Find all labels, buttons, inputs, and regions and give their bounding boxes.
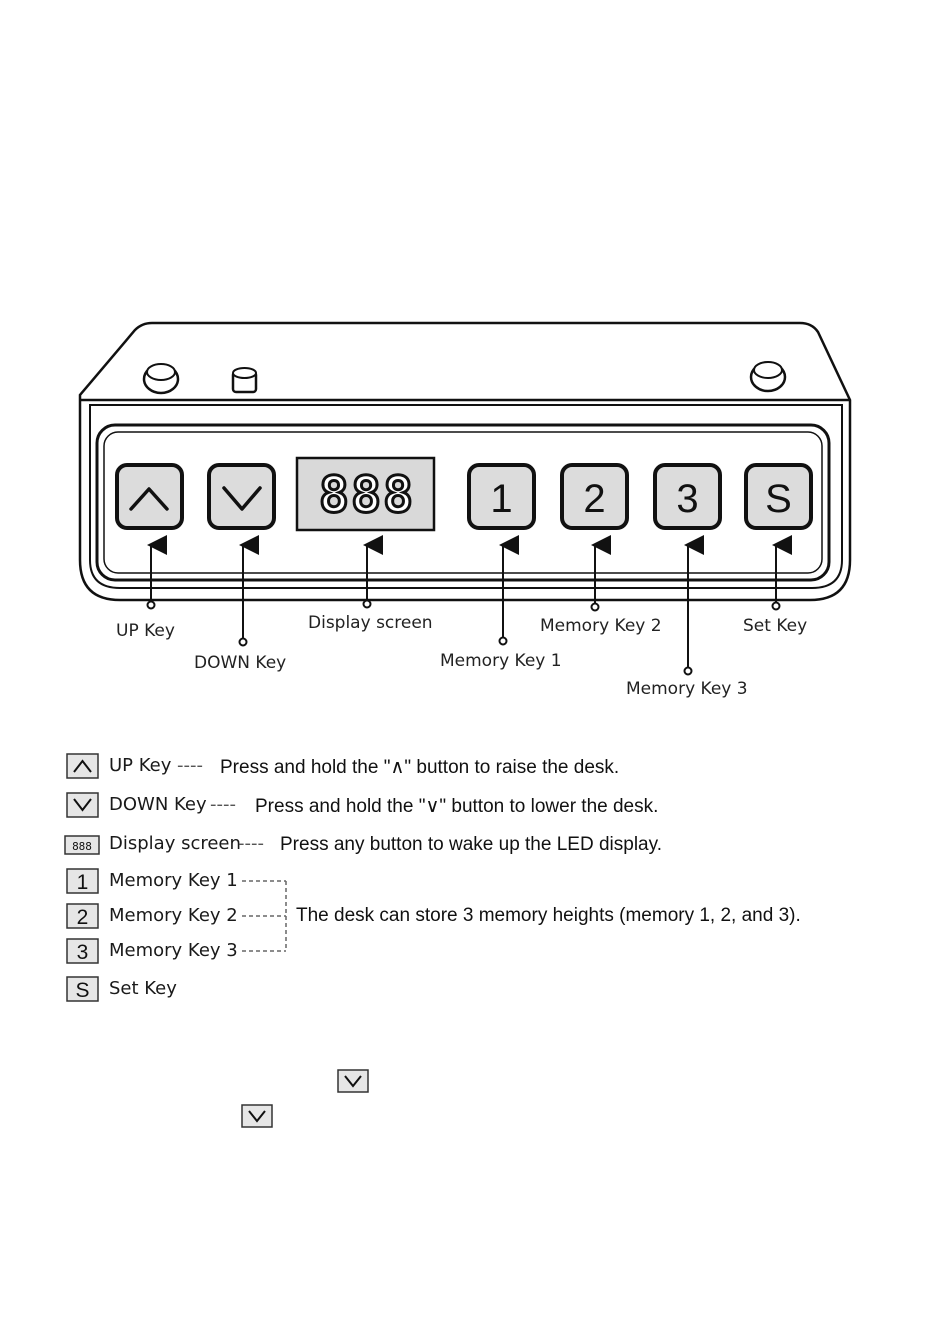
- legend-down-description: Press and hold the "∨" button to lower t…: [255, 796, 659, 817]
- memory-key-3-button[interactable]: 3: [653, 463, 722, 530]
- legend-display-label: Display screen: [109, 833, 241, 854]
- legend-mem2-icon: 2: [66, 903, 99, 929]
- legend-set-icon: S: [66, 976, 99, 1002]
- display-screen: 888: [295, 456, 436, 532]
- legend-mem1-icon: 1: [66, 868, 99, 894]
- up-button[interactable]: [115, 463, 184, 530]
- screw-icon: [231, 367, 258, 394]
- chevron-up-icon: [73, 759, 92, 773]
- down-button[interactable]: [207, 463, 276, 530]
- legend-up-icon: [66, 753, 99, 779]
- svg-text:888: 888: [72, 840, 92, 853]
- legend-set-label: Set Key: [109, 978, 177, 999]
- callout-down-key: DOWN Key: [194, 653, 286, 673]
- display-digits: 888: [319, 466, 415, 524]
- chevron-down-icon: [344, 1075, 362, 1088]
- chevron-up-icon: [129, 487, 169, 511]
- legend-up-leader: ----: [177, 755, 203, 776]
- legend-mem3-label: Memory Key 3: [109, 940, 238, 961]
- keypad-panel: [95, 423, 831, 582]
- callout-arrows: [146, 535, 792, 676]
- callout-up-key: UP Key: [116, 621, 175, 641]
- svg-text:S: S: [765, 477, 792, 521]
- inline-down-icon-1: [337, 1069, 369, 1093]
- callout-set-key: Set Key: [743, 616, 807, 636]
- legend-up-description: Press and hold the "∧" button to raise t…: [220, 757, 620, 778]
- svg-text:2: 2: [583, 477, 605, 521]
- svg-text:S: S: [75, 979, 89, 1002]
- legend-down-leader: ----: [210, 794, 236, 815]
- chevron-down-icon: [73, 798, 92, 812]
- callout-memory-key-1: Memory Key 1: [440, 651, 562, 671]
- chevron-down-icon: [222, 486, 262, 511]
- chevron-down-icon: [248, 1110, 266, 1123]
- set-key-button[interactable]: S: [744, 463, 813, 530]
- legend-display-icon: 888: [64, 835, 100, 855]
- legend-up-label: UP Key: [109, 755, 172, 776]
- inline-down-icon-2: [241, 1104, 273, 1128]
- memory-key-1-button[interactable]: 1: [467, 463, 536, 530]
- svg-text:2: 2: [77, 906, 89, 929]
- screw-icon: [749, 361, 787, 393]
- callout-memory-key-3: Memory Key 3: [626, 679, 748, 699]
- legend-mem3-icon: 3: [66, 938, 99, 964]
- svg-text:1: 1: [77, 871, 89, 894]
- legend-down-icon: [66, 792, 99, 818]
- callout-memory-key-2: Memory Key 2: [540, 616, 662, 636]
- legend-down-label: DOWN Key: [109, 794, 207, 815]
- legend-mem2-label: Memory Key 2: [109, 905, 238, 926]
- legend-mem1-label: Memory Key 1: [109, 870, 238, 891]
- memory-key-2-button[interactable]: 2: [560, 463, 629, 530]
- callout-display-screen: Display screen: [308, 613, 433, 633]
- legend-display-description: Press any button to wake up the LED disp…: [280, 834, 662, 855]
- svg-text:3: 3: [77, 941, 89, 964]
- memory-bracket: [242, 880, 287, 952]
- legend-display-leader: ----: [238, 833, 264, 854]
- memory-description: The desk can store 3 memory heights (mem…: [296, 905, 801, 926]
- svg-text:1: 1: [490, 477, 512, 521]
- screw-icon: [142, 363, 180, 395]
- svg-text:3: 3: [676, 477, 698, 521]
